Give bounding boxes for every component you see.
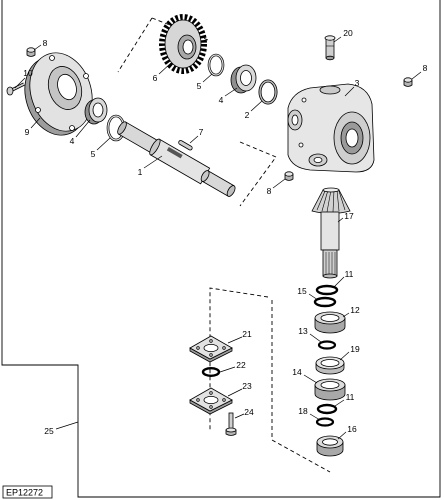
bearing-upper xyxy=(230,64,257,94)
plate-bolt xyxy=(225,412,237,436)
callout-22: 22 xyxy=(236,360,246,370)
callout-8-top-left: 8 xyxy=(43,38,48,48)
callout-1: 1 xyxy=(138,167,143,177)
callout-11-upper: 11 xyxy=(345,269,354,279)
output-group-outline xyxy=(209,287,331,473)
callout-6: 6 xyxy=(153,73,158,83)
callout-11-lower: 11 xyxy=(346,392,355,402)
gearbox-housing xyxy=(287,83,375,173)
callout-8-middle: 8 xyxy=(267,186,272,196)
callout-7: 7 xyxy=(199,127,204,137)
snap-ring-upper xyxy=(207,53,225,77)
drawing-id-box: EP12272 xyxy=(2,485,53,499)
bearing-left xyxy=(84,97,108,125)
callout-13: 13 xyxy=(298,326,308,336)
callout-17: 17 xyxy=(344,211,354,221)
spur-gear xyxy=(159,14,207,74)
retaining-ring xyxy=(317,340,337,350)
callout-3: 3 xyxy=(355,78,360,88)
callout-15: 15 xyxy=(297,286,307,296)
cover-plate-lower xyxy=(189,387,233,415)
callout-16: 16 xyxy=(347,424,357,434)
spacer-ring xyxy=(313,296,337,308)
breather-plug xyxy=(324,35,336,61)
flange-cover xyxy=(24,52,93,136)
drawing-id: EP12272 xyxy=(6,488,43,498)
cover-plate-upper xyxy=(189,335,233,363)
callout-12: 12 xyxy=(350,305,360,315)
callout-20: 20 xyxy=(343,28,353,38)
input-shaft xyxy=(117,121,236,197)
shim-ring xyxy=(315,417,335,427)
callout-5-left: 5 xyxy=(91,149,96,159)
callout-23: 23 xyxy=(242,381,252,391)
seal-ring xyxy=(258,79,278,105)
callout-4-left: 4 xyxy=(70,136,75,146)
callout-4-upper: 4 xyxy=(219,95,224,105)
callout-24: 24 xyxy=(244,407,254,417)
nut-middle xyxy=(284,171,294,181)
callout-5-upper: 5 xyxy=(197,81,202,91)
gasket-ring xyxy=(201,367,221,378)
shaft-key xyxy=(178,140,193,151)
leader-lines xyxy=(14,36,422,440)
oil-seal xyxy=(315,356,345,375)
callout-14: 14 xyxy=(292,367,302,377)
callout-25: 25 xyxy=(44,426,54,436)
snap-ring-lower-stack xyxy=(316,403,338,415)
callout-21: 21 xyxy=(242,329,252,339)
callout-9: 9 xyxy=(25,127,30,137)
bevel-pinion-shaft xyxy=(311,187,351,279)
callout-10: 10 xyxy=(23,68,33,78)
flange-bolt xyxy=(6,82,25,96)
bearing-bottom xyxy=(316,435,344,457)
callout-2: 2 xyxy=(245,110,250,120)
callout-19: 19 xyxy=(350,344,360,354)
callout-8-right: 8 xyxy=(423,63,428,73)
nut-top-left xyxy=(26,47,36,57)
bearing-upper-stack xyxy=(314,311,346,334)
bearing-lower-stack xyxy=(314,378,346,401)
callout-18: 18 xyxy=(298,406,308,416)
snap-ring-upper-stack xyxy=(315,284,339,296)
nut-right xyxy=(403,77,413,87)
